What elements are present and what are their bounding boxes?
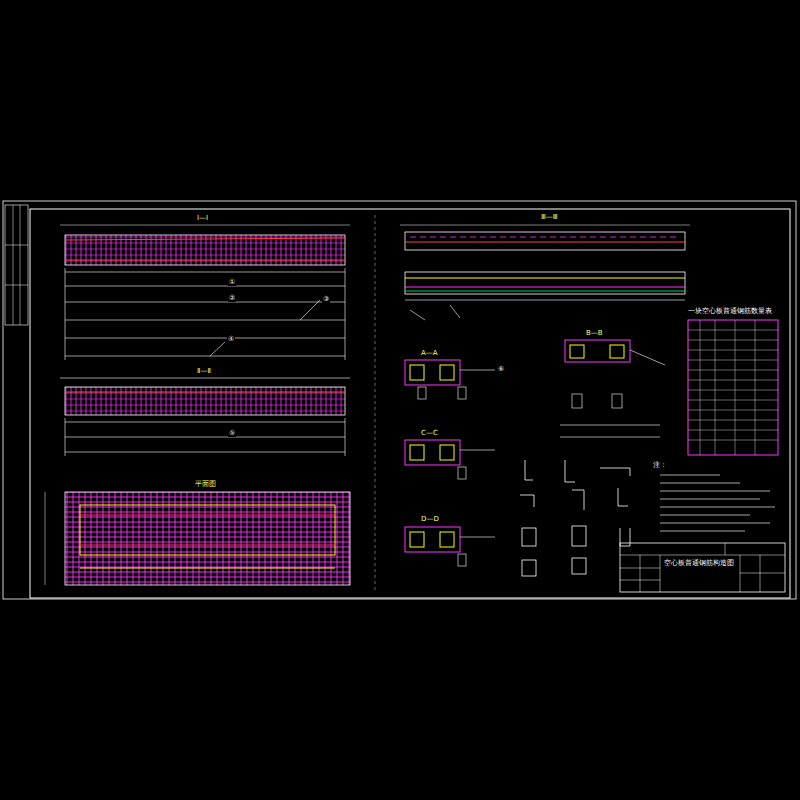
note-heading: 注： <box>652 462 668 469</box>
callout-number: ① <box>228 279 236 286</box>
quantity-table: 一块空心板普通钢筋数量表 <box>688 320 778 455</box>
section-title: B—B <box>585 330 604 337</box>
section-title: D—D <box>420 516 440 523</box>
callout-number: ③ <box>322 296 330 303</box>
node-text: 空心板普通钢筋构造图 <box>664 560 734 568</box>
section-title: Ⅰ—Ⅰ <box>196 215 209 222</box>
callout-number: ⑤ <box>228 430 236 437</box>
title-block: 空心板普通钢筋构造图 <box>620 543 785 592</box>
section-title: Ⅲ—Ⅲ <box>540 214 559 221</box>
node-text: 一块空心板普通钢筋数量表 <box>688 308 772 316</box>
section-title: Ⅱ—Ⅱ <box>196 368 212 375</box>
callout-number: ④ <box>227 336 235 343</box>
callout-number: ⑥ <box>497 366 505 373</box>
section-title: C—C <box>420 430 439 437</box>
section-title: A—A <box>420 350 439 357</box>
view-title: 平面图 <box>194 481 217 488</box>
callout-number: ② <box>228 295 236 302</box>
